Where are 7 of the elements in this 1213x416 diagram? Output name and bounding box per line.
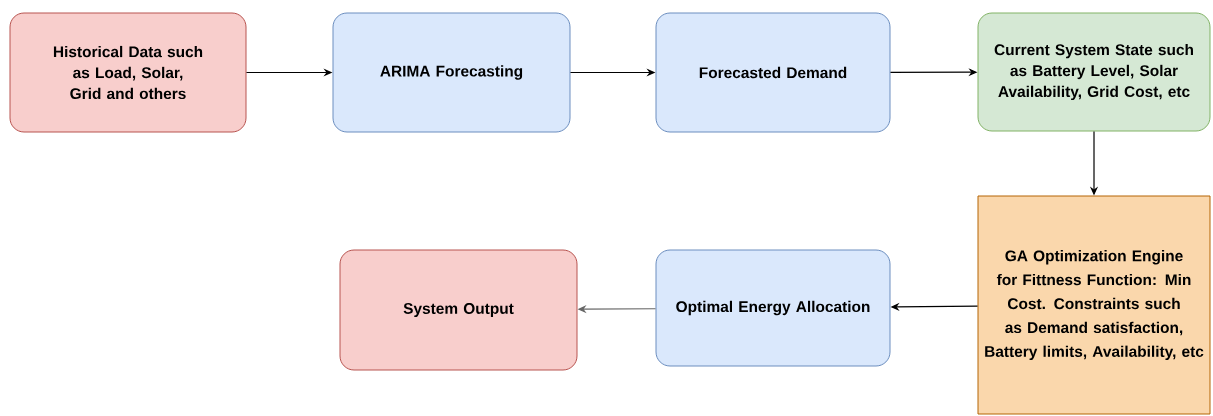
optimization-box: GA Optimization Engine for Fittness Function: Min Cost. Constraints such as Demand satisfaction, Battery limits, Availability, etc [977, 195, 1211, 415]
process-box: ARIMA Forecasting [332, 12, 571, 133]
process-box: Forecasted Demand [655, 12, 891, 133]
state-box: Current System State such as Battery Level, Solar Availability, Grid Cost, etc [977, 12, 1211, 132]
process-box: Optimal Energy Allocation [655, 249, 891, 367]
output-box: System Output [339, 249, 578, 371]
input-box: Historical Data such as Load, Solar, Grid and others [9, 12, 247, 133]
